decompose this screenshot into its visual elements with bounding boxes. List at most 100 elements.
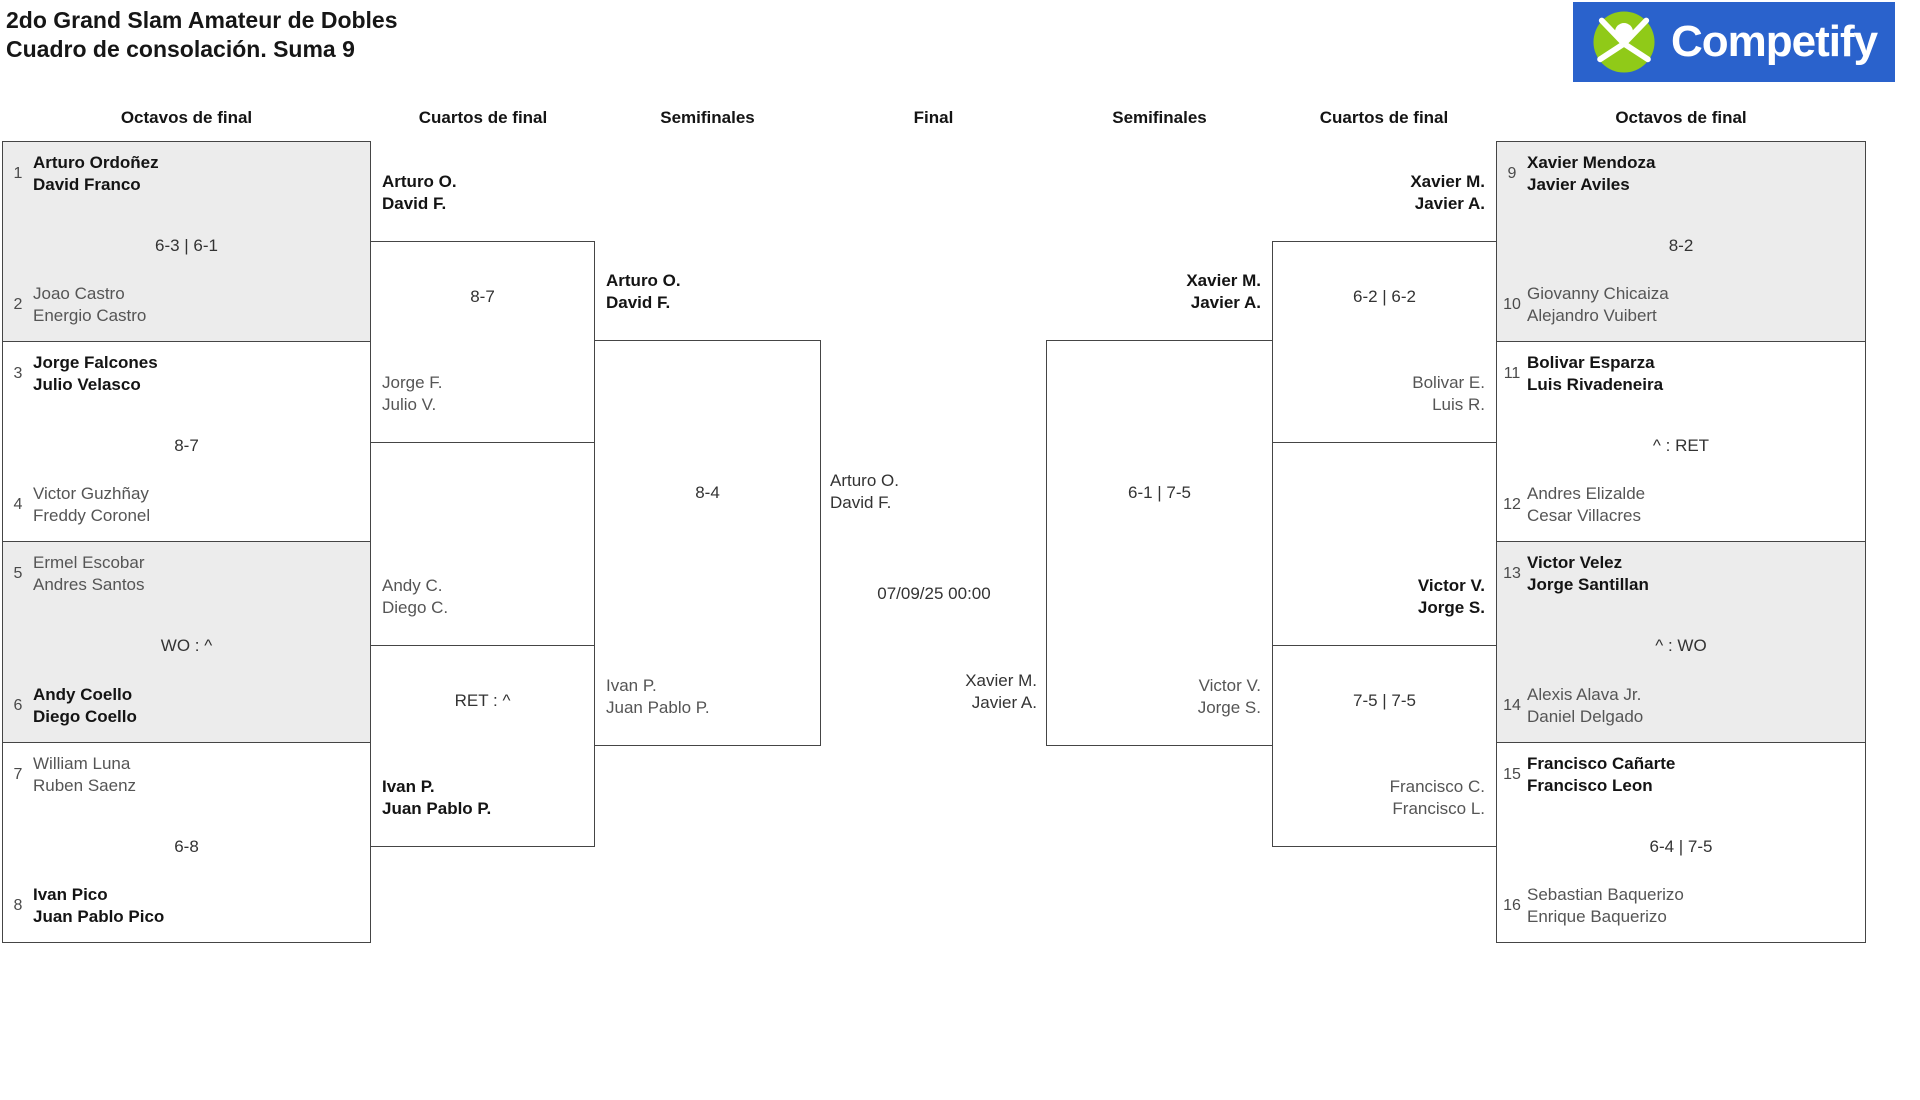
match-score: RET : ^ <box>454 691 511 710</box>
advancing-team: Ivan P. Juan Pablo P. <box>382 776 491 820</box>
final-date: 07/09/25 00:00 <box>877 584 991 603</box>
seed-number: 1 <box>13 165 23 182</box>
player-name: Enrique Baquerizo <box>1527 907 1667 926</box>
match-score: WO : ^ <box>160 636 213 655</box>
advancing-team: Victor V.Jorge S. <box>1198 675 1261 719</box>
player-name: Ermel Escobar <box>33 553 145 572</box>
player-name: Arturo O. <box>830 471 899 490</box>
player-name: Juan Pablo Pico <box>33 907 165 926</box>
player-name: Cesar Villacres <box>1527 506 1642 525</box>
player-name: Victor Velez <box>1527 553 1623 572</box>
player-name: Francisco C. <box>1389 777 1485 796</box>
player-name: Jorge F. <box>382 373 443 392</box>
player-name: Ivan Pico <box>33 885 108 904</box>
match-score: 6-8 <box>174 836 199 856</box>
finalist-right: Xavier M. Javier A. <box>820 670 1037 714</box>
player-name: Xavier Mendoza <box>1527 153 1656 172</box>
player-name: Daniel Delgado <box>1527 707 1644 726</box>
round-header-sf-left: Semifinales <box>660 108 755 127</box>
match-box-sf-right: Xavier M.Javier A. 6-1 | 7-5 Victor V.Jo… <box>1046 271 1273 746</box>
player-name: Luis R. <box>1432 395 1485 414</box>
player-name: Andres Santos <box>33 575 145 594</box>
seed-number: 11 <box>1503 365 1521 382</box>
competify-logo[interactable]: Competify <box>1573 2 1895 82</box>
advancing-team: Francisco C. Francisco L. <box>1390 776 1485 820</box>
player-name: Luis Rivadeneira <box>1527 375 1664 394</box>
player-name: Juan Pablo P. <box>606 698 710 717</box>
player-name: Sebastian Baquerizo <box>1527 885 1684 904</box>
advancing-team: Arturo O.David F. <box>382 171 457 215</box>
player-name: Jorge Santillan <box>1527 575 1649 594</box>
player-name: Diego Coello <box>33 707 137 726</box>
match-score: ^ : WO <box>1655 636 1707 655</box>
competify-logo-icon <box>1593 11 1655 73</box>
advancing-team: Ivan P. Juan Pablo P. <box>606 675 710 719</box>
player-name: Jorge Falcones <box>33 353 158 372</box>
page-title: 2do Grand Slam Amateur de Dobles Cuadro … <box>6 6 398 64</box>
seed-number: 4 <box>13 496 23 513</box>
seed-number: 2 <box>13 296 23 313</box>
player-name: Andres Elizalde <box>1527 484 1646 503</box>
player-name: Ivan P. <box>606 676 657 695</box>
advancing-team: Andy C.Diego C. <box>382 575 448 619</box>
seed-number: 10 <box>1503 296 1521 313</box>
advancing-team: Jorge F. Julio V. <box>382 372 442 416</box>
player-name: David Franco <box>33 175 141 194</box>
seed-number: 3 <box>13 365 23 382</box>
player-name: Javier A. <box>1414 194 1485 213</box>
player-name: Francisco Leon <box>1527 776 1653 795</box>
player-name: Jorge S. <box>1417 598 1485 617</box>
match-score: 6-2 | 6-2 <box>1352 287 1416 306</box>
player-name: Javier Aviles <box>1527 175 1630 194</box>
player-name: Ivan P. <box>382 777 435 796</box>
seed-number: 15 <box>1503 766 1521 783</box>
round-header-qf-right: Cuartos de final <box>1319 108 1449 127</box>
match-score: 6-1 | 7-5 <box>1127 483 1191 502</box>
player-name: David F. <box>606 293 671 312</box>
seed-number: 5 <box>13 565 23 582</box>
match-score: 6-4 | 7-5 <box>1649 836 1713 856</box>
round-header-l16-left: Octavos de final <box>120 108 253 127</box>
team-14: 14 Alexis Alava Jr.Daniel Delgado <box>1497 684 1865 728</box>
player-name: Javier A. <box>1190 293 1261 312</box>
seed-number: 9 <box>1507 165 1517 182</box>
seed-number: 6 <box>13 697 23 714</box>
bracket-subtitle: Cuadro de consolación. Suma 9 <box>6 36 355 62</box>
seed-number: 12 <box>1503 496 1521 513</box>
player-name: Julio V. <box>382 395 437 414</box>
player-name: Xavier M. <box>1410 172 1485 191</box>
advancing-team: Victor V.Jorge S. <box>1418 575 1485 619</box>
round-header-final: Final <box>913 108 954 127</box>
match-score: 6-3 | 6-1 <box>154 235 218 255</box>
player-name: Francisco L. <box>1392 799 1485 818</box>
player-name: Arturo O. <box>382 172 457 191</box>
player-name: Victor V. <box>1198 676 1261 695</box>
player-name: Andy C. <box>382 576 443 595</box>
match-score: 8-4 <box>695 483 720 502</box>
advancing-team: Bolivar E.Luis R. <box>1412 372 1485 416</box>
match-score: 8-7 <box>174 435 199 455</box>
advancing-team: Xavier M.Javier A. <box>1186 270 1261 314</box>
player-name: Giovanny Chicaiza <box>1527 284 1669 303</box>
player-name: Juan Pablo P. <box>382 799 492 818</box>
match-box-sf-left: Arturo O.David F. 8-4 Ivan P.Juan Pablo … <box>594 271 821 746</box>
match-box-qf-right-2: Victor V.Jorge S. 7-5 | 7-5 Francisco C.… <box>1272 576 1497 847</box>
match-score: 8-7 <box>470 287 495 306</box>
round-header-l16-right: Octavos de final <box>1615 108 1747 127</box>
